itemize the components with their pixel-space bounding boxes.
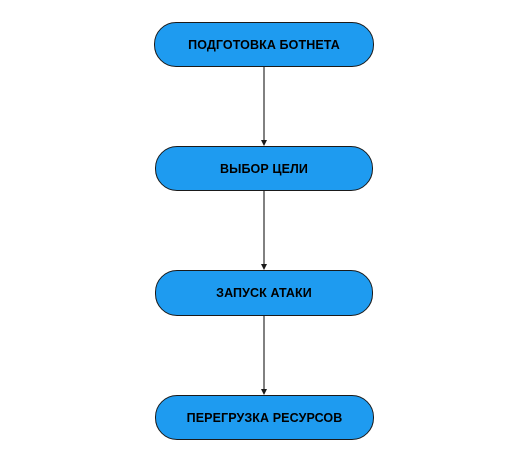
node-label: ЗАПУСК АТАКИ <box>216 286 312 300</box>
node-attack-launch: ЗАПУСК АТАКИ <box>155 270 373 316</box>
node-label: ПЕРЕГРУЗКА РЕСУРСОВ <box>186 410 343 425</box>
node-label: ВЫБОР ЦЕЛИ <box>219 161 308 176</box>
node-resource-overload: ПЕРЕГРУЗКА РЕСУРСОВ <box>155 395 374 440</box>
node-botnet-preparation: ПОДГОТОВКА БОТНЕТА <box>154 22 374 67</box>
node-label: ПОДГОТОВКА БОТНЕТА <box>188 37 340 52</box>
node-target-selection: ВЫБОР ЦЕЛИ <box>155 146 373 191</box>
